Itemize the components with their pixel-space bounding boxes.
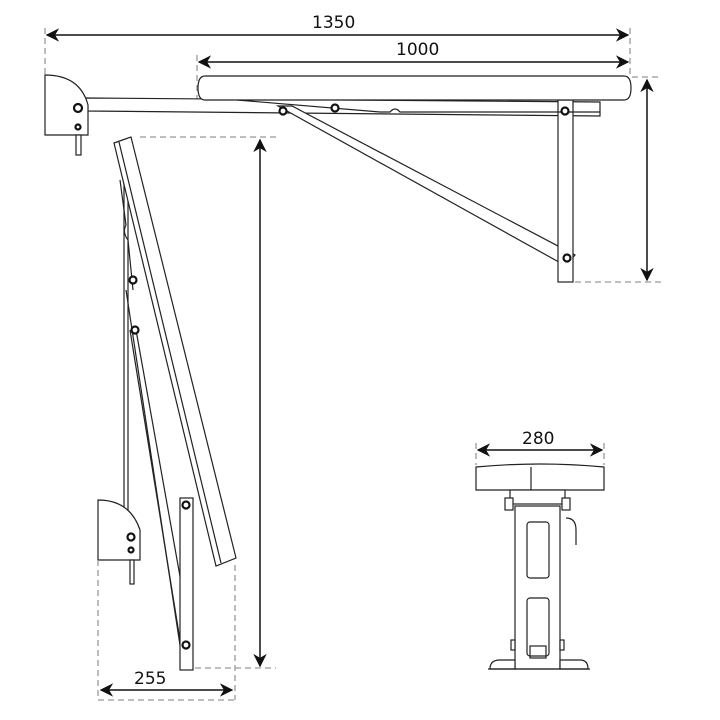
- front-view: [475, 443, 605, 670]
- diagonal-brace: [275, 105, 576, 267]
- wall-bracket: [44, 74, 89, 136]
- folded-wall-bracket: [97, 499, 141, 561]
- unfolded-side-view: [44, 28, 662, 283]
- seat-top: [197, 75, 632, 101]
- label-280: 280: [522, 429, 554, 449]
- label-1000: 1000: [396, 40, 439, 60]
- folded-leg: [179, 497, 194, 671]
- label-1350: 1350: [312, 13, 355, 33]
- support-arm: [85, 97, 601, 117]
- folded-side-view: [97, 136, 276, 701]
- front-leg: [514, 505, 561, 670]
- front-seat: [475, 463, 605, 491]
- folded-seat: [113, 136, 237, 567]
- label-255: 255: [134, 669, 166, 689]
